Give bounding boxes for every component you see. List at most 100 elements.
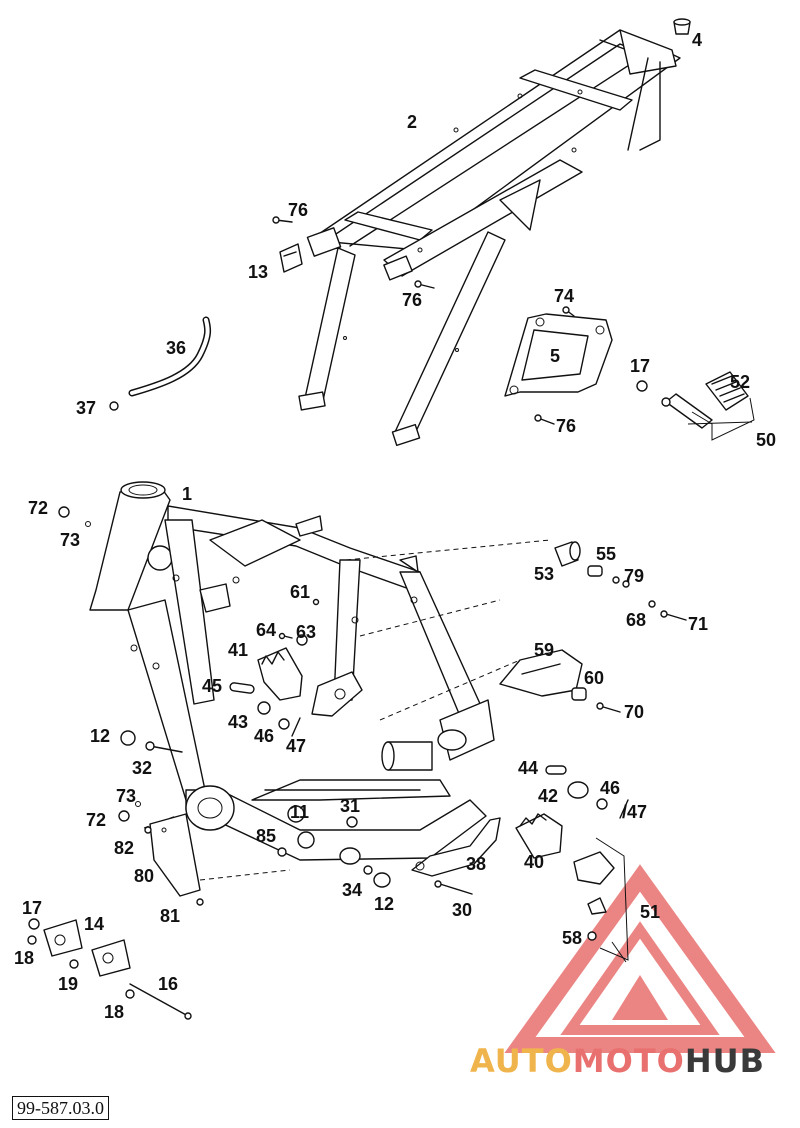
cotter-part-47-icon — [291, 717, 629, 819]
label-73a: 73 — [60, 530, 80, 550]
rubber-block-part-13-icon — [279, 243, 303, 273]
screw-part-81-icon — [196, 898, 204, 906]
document-code: 99-587.03.0 — [12, 1096, 109, 1120]
bushing-part-60-icon — [571, 687, 587, 701]
spacer-part-55-icon — [587, 565, 603, 577]
spacer-part-63-icon — [296, 634, 308, 646]
bracket-part-51-icon — [573, 851, 615, 941]
label-60: 60 — [584, 668, 604, 688]
label-53: 53 — [534, 564, 554, 584]
label-71: 71 — [688, 614, 708, 634]
label-12a: 12 — [90, 726, 110, 746]
label-68: 68 — [626, 610, 646, 630]
label-12b: 12 — [374, 894, 394, 914]
label-79: 79 — [624, 566, 644, 586]
label-51: 51 — [640, 902, 660, 922]
label-74: 74 — [554, 286, 574, 306]
clamp-part-14-icon — [43, 919, 131, 977]
label-76c: 76 — [556, 416, 576, 436]
bushing-part-53-icon — [554, 541, 581, 567]
label-41: 41 — [228, 640, 248, 660]
label-1: 1 — [182, 484, 192, 504]
nut-part-17b-icon — [28, 918, 40, 930]
label-72a: 72 — [28, 498, 48, 518]
label-34: 34 — [342, 880, 362, 900]
screw-part-82-icon — [144, 826, 152, 834]
brake-pedal-part-38-icon — [411, 817, 501, 877]
pedal-part-59-icon — [499, 649, 583, 697]
label-82: 82 — [114, 838, 134, 858]
footrest-part-50-icon — [661, 371, 755, 441]
label-58: 58 — [562, 928, 582, 948]
label-19: 19 — [58, 974, 78, 994]
bolt-part-16-icon — [129, 983, 192, 1020]
washer-part-73-icon — [85, 521, 141, 807]
label-44: 44 — [518, 758, 538, 778]
label-52: 52 — [730, 372, 750, 392]
footpeg-part-40-icon — [515, 813, 563, 859]
label-17a: 17 — [630, 356, 650, 376]
bushing-part-12-icon — [120, 730, 391, 888]
label-43: 43 — [228, 712, 248, 732]
bracket-part-5-icon — [504, 306, 613, 397]
label-18b: 18 — [104, 1002, 124, 1022]
label-46a: 46 — [254, 726, 274, 746]
label-55: 55 — [596, 544, 616, 564]
main-frame-drawing — [89, 481, 495, 865]
label-17b: 17 — [22, 898, 42, 918]
label-76a: 76 — [288, 200, 308, 220]
label-5: 5 — [550, 346, 560, 366]
spring-part-43-icon — [257, 701, 271, 715]
label-40: 40 — [524, 852, 544, 872]
label-50: 50 — [756, 430, 776, 450]
spring-part-42-icon — [567, 781, 589, 799]
label-16: 16 — [158, 974, 178, 994]
subframe-drawing — [298, 29, 681, 447]
brand-part-moto: MOTO — [572, 1042, 685, 1080]
bolt-part-70-icon — [596, 702, 621, 713]
label-4: 4 — [692, 30, 702, 50]
label-32: 32 — [132, 758, 152, 778]
part-labels: 1 2 4 5 11 12 12 13 14 16 17 17 18 18 19… — [14, 30, 776, 1022]
nut-part-31-icon — [346, 816, 358, 828]
leader-lines — [143, 421, 753, 963]
watermark-triangle-icon — [504, 864, 776, 1053]
label-59: 59 — [534, 640, 554, 660]
pin-part-44-icon — [545, 765, 567, 775]
label-64: 64 — [256, 620, 276, 640]
bushing-part-11-icon — [287, 805, 315, 849]
brand-watermark: AUTOMOTOHUB — [470, 1042, 765, 1080]
label-73b: 73 — [116, 786, 136, 806]
label-38: 38 — [466, 854, 486, 874]
nut-part-17-icon — [636, 380, 648, 392]
guard-part-80-icon — [149, 813, 201, 897]
label-13: 13 — [248, 262, 268, 282]
label-81: 81 — [160, 906, 180, 926]
label-42: 42 — [538, 786, 558, 806]
label-37: 37 — [76, 398, 96, 418]
label-46b: 46 — [600, 778, 620, 798]
label-30: 30 — [452, 900, 472, 920]
washer-part-34-icon — [363, 865, 373, 875]
nut-part-72-icon — [58, 506, 130, 822]
plug-part-4-icon — [673, 18, 691, 35]
screw-part-64-icon — [278, 632, 293, 640]
label-76b: 76 — [402, 290, 422, 310]
label-47a: 47 — [286, 736, 306, 756]
brand-part-hub: HUB — [684, 1042, 766, 1080]
label-31: 31 — [340, 796, 360, 816]
bolt-part-71-icon — [660, 610, 687, 621]
washer-part-79-icon — [612, 576, 630, 588]
label-85: 85 — [256, 826, 276, 846]
bushing-part-19-icon — [69, 959, 79, 969]
label-63: 63 — [296, 622, 316, 642]
label-47b: /47 — [622, 802, 647, 822]
label-45: 45 — [202, 676, 222, 696]
washer-part-68-icon — [648, 600, 656, 608]
label-70: 70 — [624, 702, 644, 722]
label-11: 11 — [290, 802, 309, 822]
washer-part-46-icon — [278, 718, 608, 810]
label-2: 2 — [407, 112, 417, 132]
bolt-part-61-icon — [312, 598, 320, 606]
